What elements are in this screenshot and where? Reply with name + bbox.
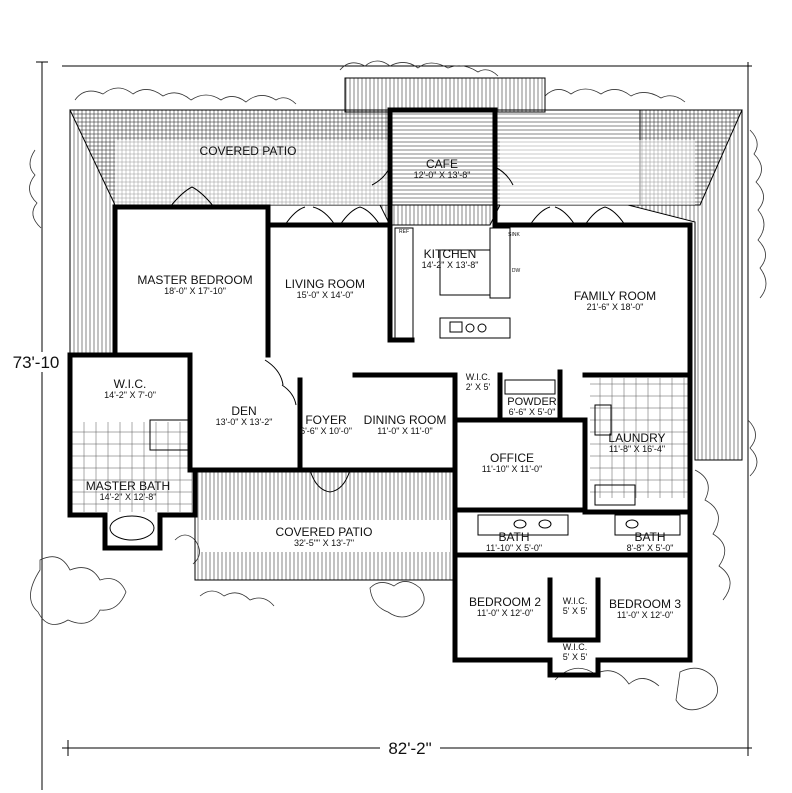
room-size-foyer: 6'-6" X 10'-0" bbox=[300, 426, 352, 436]
room-size-family-room: 21'-6" X 18'-0" bbox=[587, 302, 644, 312]
room-name-bath-1: BATH bbox=[498, 530, 529, 544]
room-name-bath-2: BATH bbox=[634, 530, 665, 544]
landscaping bbox=[29, 60, 767, 711]
room-size-bath-1: 11'-10" X 5'-0" bbox=[486, 543, 542, 553]
room-size-laundry: 11'-8" X 16'-4" bbox=[609, 444, 665, 454]
room-size-master-bath: 14'-2" X 12'-8" bbox=[100, 492, 157, 502]
room-name-kitchen: KITCHEN bbox=[424, 247, 477, 261]
overall-width-label: 82'-2" bbox=[388, 739, 431, 758]
room-size-bedroom-2: 11'-0" X 12'-0" bbox=[477, 608, 533, 618]
room-size-kitchen: 14'-2" X 13'-8" bbox=[422, 260, 479, 270]
room-name-wic-master: W.I.C. bbox=[114, 377, 147, 391]
room-size-covered-patio-front: 32'-5"" X 13'-7" bbox=[294, 538, 354, 548]
room-size-den: 13'-0" X 13'-2" bbox=[216, 417, 273, 427]
room-name-covered-patio-front: COVERED PATIO bbox=[276, 525, 373, 539]
room-name-family-room: FAMILY ROOM bbox=[574, 289, 656, 303]
room-name-powder: POWDER bbox=[507, 396, 557, 408]
laundry-floor bbox=[590, 378, 690, 498]
room-name-foyer: FOYER bbox=[305, 413, 347, 427]
master-bath-floor bbox=[72, 422, 192, 512]
overall-depth-label: 73'-10 bbox=[13, 353, 60, 372]
fixture-dw-label: DW bbox=[512, 268, 521, 274]
room-name-laundry: LAUNDRY bbox=[608, 431, 665, 445]
room-name-wic-bed2: W.I.C. bbox=[563, 596, 588, 606]
kitchen-fixtures bbox=[394, 227, 511, 339]
bath-fixtures bbox=[109, 379, 681, 541]
room-name-den: DEN bbox=[231, 404, 256, 418]
room-size-cafe: 12'-0" X 13'-8" bbox=[414, 170, 471, 180]
room-size-dining-room: 11'-0" X 11'-0" bbox=[377, 426, 433, 436]
room-name-office: OFFICE bbox=[490, 451, 534, 465]
room-name-master-bedroom: MASTER BEDROOM bbox=[137, 273, 252, 287]
room-size-bath-2: 8'-8" X 5'-0" bbox=[627, 543, 674, 553]
room-name-wic-bed3: W.I.C. bbox=[563, 642, 588, 652]
fixture-sink-label: SINK bbox=[508, 232, 520, 238]
room-size-master-bedroom: 18'-0" X 17'-10" bbox=[164, 286, 226, 296]
room-name-bedroom-2: BEDROOM 2 bbox=[469, 595, 541, 609]
room-labels: COVERED PATIO CAFE 12'-0" X 13'-8" KITCH… bbox=[86, 144, 682, 662]
room-size-wic-bed2: 5' X 5' bbox=[563, 606, 588, 616]
room-name-living-room: LIVING ROOM bbox=[285, 277, 365, 291]
doors bbox=[169, 166, 626, 493]
room-name-master-bath: MASTER BATH bbox=[86, 479, 170, 493]
room-size-wic-small: 2' X 5' bbox=[466, 382, 491, 392]
room-size-bedroom-3: 11'-0" X 12'-0" bbox=[617, 610, 673, 620]
room-size-office: 11'-10" X 11'-0" bbox=[482, 464, 543, 474]
front-covered-patio bbox=[194, 469, 458, 581]
room-name-dining-room: DINING ROOM bbox=[364, 413, 447, 427]
room-size-powder: 6'-6" X 5'-0" bbox=[509, 407, 556, 417]
room-size-wic-master: 14'-2" X 7'-0" bbox=[104, 390, 156, 400]
room-name-cafe: CAFE bbox=[426, 157, 458, 171]
room-size-living-room: 15'-0" X 14'-0" bbox=[297, 290, 354, 300]
room-name-wic-small: W.I.C. bbox=[466, 372, 491, 382]
rear-covered-patio bbox=[69, 77, 743, 461]
fixture-ref-label: REF bbox=[399, 229, 409, 235]
room-name-covered-patio-rear: COVERED PATIO bbox=[200, 144, 297, 158]
room-name-bedroom-3: BEDROOM 3 bbox=[609, 597, 681, 611]
room-size-wic-bed3: 5' X 5' bbox=[563, 652, 588, 662]
